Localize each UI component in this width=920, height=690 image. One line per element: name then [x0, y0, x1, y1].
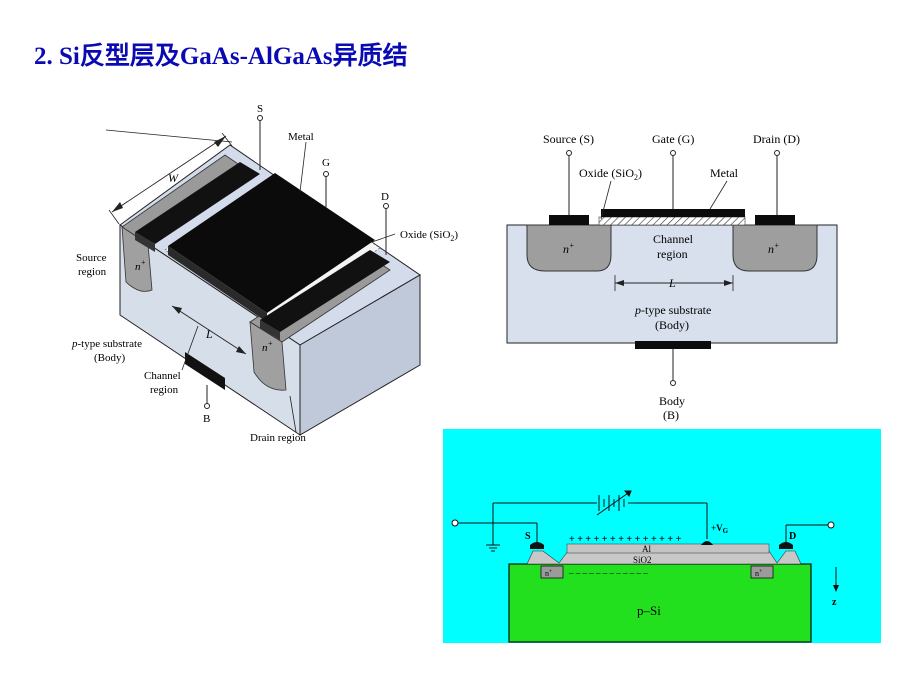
- label-s: S: [525, 531, 531, 542]
- label-al: Al: [642, 544, 651, 554]
- label-sio2: SiO2: [633, 555, 652, 565]
- source-contact: [549, 215, 589, 225]
- label-g: G: [322, 157, 330, 169]
- label-n-source: n+: [563, 241, 574, 256]
- label-w: W: [168, 171, 179, 185]
- body-contact: [635, 341, 711, 349]
- mosfet-cross-section-figure: Source (S) Gate (G) Drain (D) Oxide (SiO…: [506, 132, 838, 422]
- label-oxide: Oxide (SiO2): [400, 229, 458, 243]
- inversion-layer-figure: S D +VG + + + + + + + + + + + + + + Al S…: [443, 429, 881, 643]
- label-l: L: [205, 327, 213, 341]
- label-body-terminal-1: Body: [659, 394, 685, 408]
- drain-n-well: [732, 224, 818, 272]
- drain-n-region: [750, 565, 774, 579]
- label-z: z: [832, 597, 837, 608]
- body-terminal-icon: [204, 403, 210, 409]
- substrate-right: [299, 274, 421, 436]
- drain-contact: [779, 542, 793, 549]
- source-n-region: [540, 565, 564, 579]
- label-source-region-2: region: [78, 266, 107, 278]
- label-d: D: [789, 531, 796, 542]
- slide-title: 2. Si反型层及GaAs-AlGaAs异质结: [34, 43, 408, 70]
- label-metal: Metal: [710, 166, 739, 180]
- label-substrate-1: p-type substrate: [71, 338, 142, 350]
- drain-contact-top: [260, 250, 390, 332]
- source-contact-side: [135, 232, 155, 252]
- source-n-well: [526, 224, 612, 272]
- source-terminal-icon: [257, 115, 263, 121]
- gate-terminal-icon: [323, 171, 329, 177]
- label-vg: +VG: [711, 523, 729, 535]
- ground-icon: [486, 541, 500, 552]
- label-metal: Metal: [288, 131, 314, 143]
- mosfet-3d-figure: S Metal G D Oxide (SiO2) W Source region…: [71, 103, 458, 444]
- label-d: D: [381, 191, 389, 203]
- body-terminal-icon: [670, 380, 676, 386]
- label-drain: Drain (D): [753, 132, 800, 146]
- drain-terminal-icon: [774, 150, 780, 156]
- body-contact: [185, 352, 225, 390]
- source-terminal-icon: [566, 150, 572, 156]
- drain-contact-side: [260, 320, 280, 340]
- label-n-drain: n+: [262, 339, 273, 354]
- drain-contact: [755, 215, 795, 225]
- label-channel-1: Channel: [144, 370, 181, 382]
- label-p-si: p–Si: [637, 603, 661, 618]
- label-n-drain: n+: [768, 241, 779, 256]
- label-body-terminal-2: (B): [663, 408, 679, 422]
- oxide-layer: [598, 216, 746, 226]
- label-oxide: Oxide (SiO2): [579, 166, 642, 182]
- label-n-source: n+: [135, 258, 146, 273]
- gate-metal-side: [168, 246, 267, 322]
- label-l: L: [668, 276, 676, 290]
- right-terminal-icon: [827, 521, 835, 529]
- label-n-drain: n+: [755, 569, 763, 578]
- label-charges: + + + + + + + + + + + + + +: [569, 534, 682, 545]
- gate-contact: [701, 541, 713, 545]
- label-gate: Gate (G): [652, 132, 694, 146]
- label-body-paren: (Body): [655, 318, 689, 332]
- label-channel-2: region: [657, 247, 688, 261]
- al-gate: [566, 543, 770, 554]
- label-b: B: [203, 413, 210, 425]
- gate-metal: [601, 209, 745, 217]
- left-terminal-icon: [451, 519, 459, 527]
- label-drain-region: Drain region: [250, 432, 306, 444]
- gate-terminal-icon: [670, 150, 676, 156]
- label-substrate: p-type substrate: [634, 303, 711, 317]
- label-n-source: n+: [545, 569, 553, 578]
- source-contact-top: [135, 162, 260, 244]
- source-contact: [530, 542, 544, 549]
- gate-metal-top: [168, 173, 375, 313]
- label-s: S: [257, 103, 263, 115]
- label-source: Source (S): [543, 132, 594, 146]
- label-source-region-1: Source: [76, 252, 107, 264]
- label-substrate-2: (Body): [94, 352, 126, 364]
- drain-terminal-icon: [383, 203, 389, 209]
- label-inversion: – – – – – – – – – – – –: [568, 568, 648, 578]
- drain-n-front: [249, 321, 287, 391]
- label-channel-1: Channel: [653, 232, 694, 246]
- battery-icon: [596, 490, 632, 516]
- label-channel-2: region: [150, 384, 179, 396]
